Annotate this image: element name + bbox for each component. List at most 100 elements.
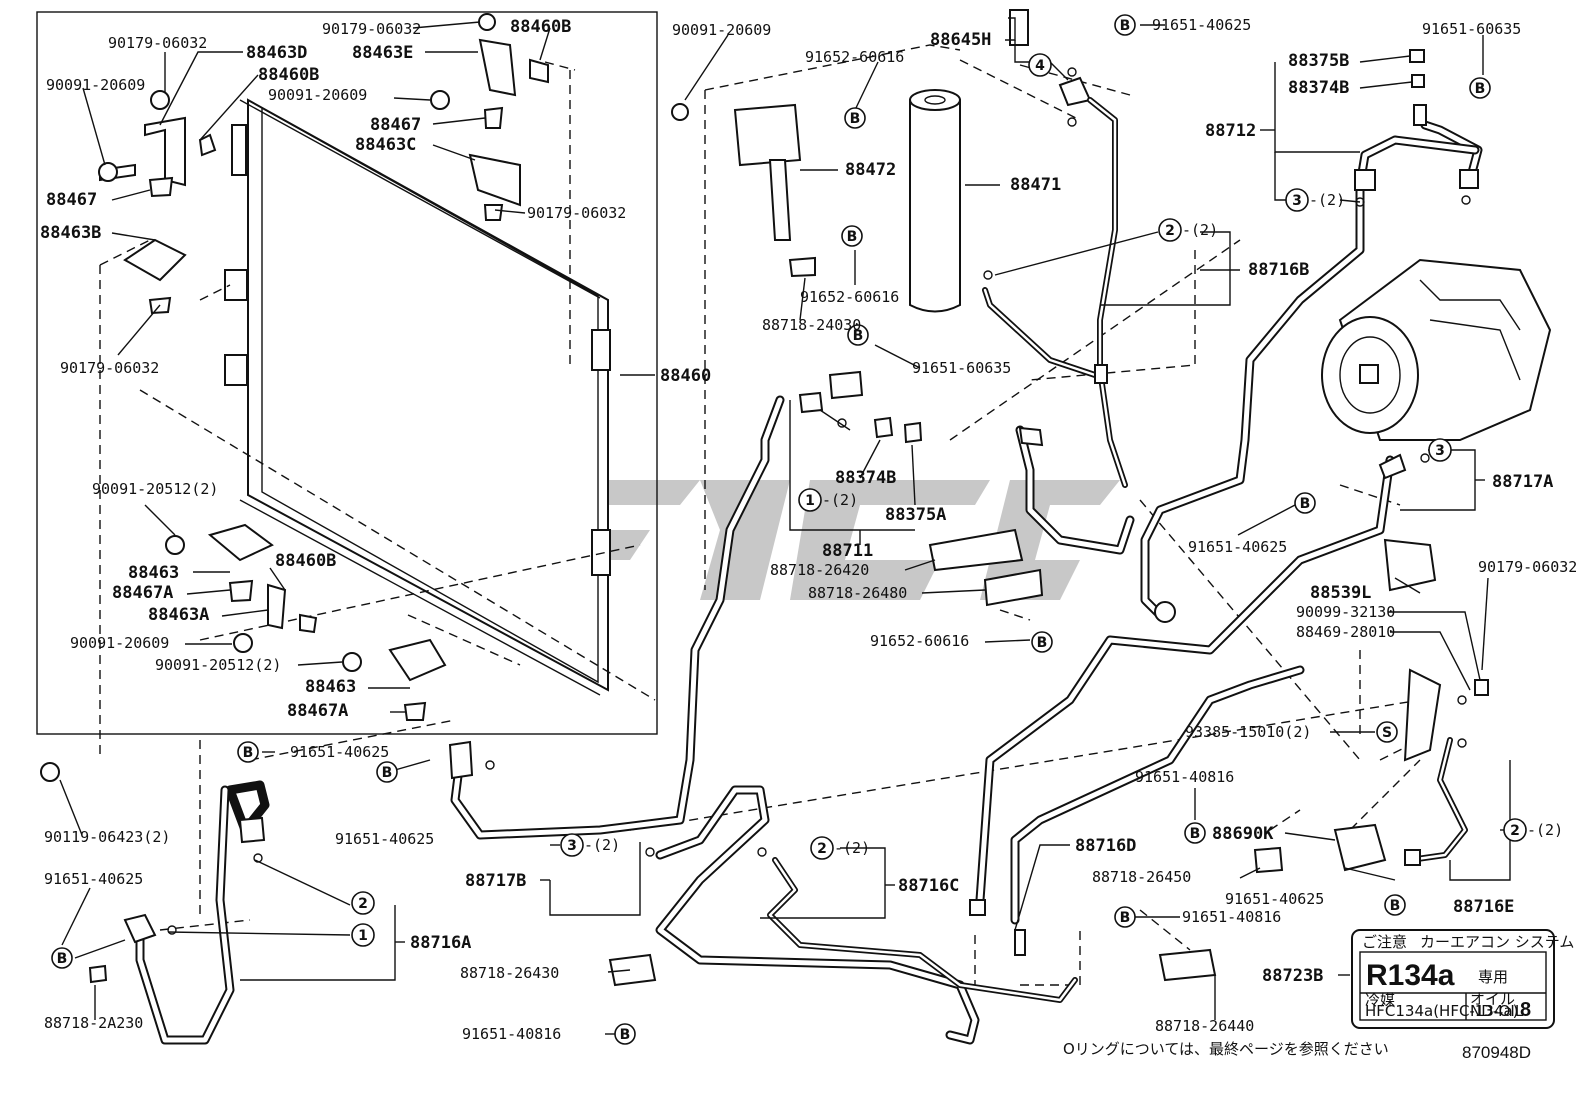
label-l44: 91652-60616 xyxy=(870,632,969,650)
reference-markers: B B B B B B B B B B B B B B S 4 3 -(2) 2… xyxy=(51,14,1563,1045)
label-l14: 90179-06032 xyxy=(60,359,159,377)
label-l63: 88716A xyxy=(410,933,471,953)
marker-ref-2: 2 xyxy=(351,891,375,915)
marker-ref-3: 3 xyxy=(1428,438,1452,462)
label-l37: 88718-24030 xyxy=(762,316,861,334)
refrigerant-pipes xyxy=(135,97,1483,1045)
marker-ref-4: 4 xyxy=(1028,53,1052,77)
plate-header-left: ご注意 xyxy=(1362,933,1407,951)
svg-text:B: B xyxy=(1475,81,1486,97)
qty-label: -(2) xyxy=(1309,191,1345,209)
svg-text:B: B xyxy=(243,745,254,761)
marker-screw: S xyxy=(1376,721,1398,743)
svg-text:1: 1 xyxy=(358,928,368,944)
marker-bolt: B xyxy=(1294,492,1316,514)
label-l24: 88467A xyxy=(287,701,348,721)
condenser-brackets xyxy=(40,13,549,782)
label-l49: 90099-32130 xyxy=(1296,603,1395,621)
condenser-frame-box xyxy=(36,11,658,735)
marker-ref-3: 3 xyxy=(560,833,584,857)
label-l57: 88716D xyxy=(1075,836,1136,856)
label-l08: 90091-20609 xyxy=(268,86,367,104)
label-l53: 88690K xyxy=(1212,824,1274,844)
label-l05: 88463E xyxy=(352,43,413,63)
label-l35: 88716B xyxy=(1248,260,1309,280)
label-l03: 90179-06032 xyxy=(322,20,421,38)
compressor[interactable] xyxy=(1321,258,1552,441)
marker-bolt: B xyxy=(1114,906,1136,928)
svg-text:2: 2 xyxy=(1165,223,1175,239)
label-l46: 91651-40625 xyxy=(1188,538,1287,556)
label-l55: 91651-40625 xyxy=(1225,890,1324,908)
label-l60: 90119-06423(2) xyxy=(44,828,170,846)
label-l54: 88718-26450 xyxy=(1092,868,1191,886)
label-l48: 90179-06032 xyxy=(1478,558,1577,576)
label-l12: 90179-06032 xyxy=(527,204,626,222)
marker-bolt: B xyxy=(844,107,866,129)
label-l10: 88463C xyxy=(355,135,416,155)
label-l31: 88374B xyxy=(1288,78,1349,98)
label-l26: 91652-60616 xyxy=(805,48,904,66)
label-l34: 88471 xyxy=(1010,175,1061,195)
plate-refrigerant: R134a xyxy=(1366,959,1455,992)
pressure-switch[interactable] xyxy=(1009,9,1092,107)
svg-text:B: B xyxy=(847,229,858,245)
label-l40: 88375A xyxy=(885,505,946,525)
marker-bolt: B xyxy=(237,741,259,763)
qty-label: -(2) xyxy=(834,839,870,857)
condenser[interactable] xyxy=(224,98,611,696)
label-l18: 88463 xyxy=(128,563,179,583)
label-l11: 88467 xyxy=(46,190,97,210)
marker-bolt: B xyxy=(1114,14,1136,36)
qty-label: -(2) xyxy=(584,836,620,854)
label-l13: 88463B xyxy=(40,223,101,243)
label-l30: 88375B xyxy=(1288,51,1349,71)
label-l68: 91651-40816 xyxy=(1182,908,1281,926)
marker-bolt: B xyxy=(51,947,73,969)
label-l39: 88374B xyxy=(835,468,896,488)
svg-text:B: B xyxy=(620,1027,631,1043)
label-l61: 91651-40625 xyxy=(44,870,143,888)
plate-header-right: カーエアコン システム xyxy=(1420,933,1574,951)
label-l21: 90091-20609 xyxy=(70,634,169,652)
part-labels: 90179-06032 88460B 90179-06032 88463D 88… xyxy=(40,16,1577,1043)
label-l16: 90091-20512(2) xyxy=(92,480,218,498)
marker-bolt: B xyxy=(1031,631,1053,653)
label-l56: 88716E xyxy=(1453,897,1514,917)
label-l20: 88463A xyxy=(148,605,209,625)
svg-text:B: B xyxy=(850,111,861,127)
label-l19: 88467A xyxy=(112,583,173,603)
marker-ref-2: 2 xyxy=(810,836,834,860)
label-l69: 88718-26440 xyxy=(1155,1017,1254,1035)
leader-lines xyxy=(59,17,1511,1035)
plate-small-line1: 冷媒 xyxy=(1365,991,1395,1009)
marker-ref-2: 2 xyxy=(1503,818,1527,842)
svg-text:B: B xyxy=(1120,910,1131,926)
label-l38: 91651-60635 xyxy=(912,359,1011,377)
label-l36: 91652-60616 xyxy=(800,288,899,306)
svg-text:B: B xyxy=(1190,826,1201,842)
label-l42: 88718-26420 xyxy=(770,561,869,579)
qty-label: -(2) xyxy=(1182,221,1218,239)
label-l52: 91651-40816 xyxy=(1135,768,1234,786)
plate-oil-type: ND-OIL xyxy=(1470,1002,1524,1020)
marker-bolt: B xyxy=(1184,822,1206,844)
pipe-fittings xyxy=(88,49,1489,987)
label-l29: 91651-60635 xyxy=(1422,20,1521,38)
label-l04: 88463D xyxy=(246,43,307,63)
svg-text:B: B xyxy=(853,328,864,344)
svg-text:B: B xyxy=(57,951,68,967)
label-l51: 93385-15010(2) xyxy=(1185,723,1311,741)
svg-text:4: 4 xyxy=(1035,58,1045,74)
qty-label: -(2) xyxy=(1527,821,1563,839)
diagram-code: 870948D xyxy=(1462,1043,1531,1062)
marker-ref-1: 1 xyxy=(351,923,375,947)
label-l27: 88645H xyxy=(930,30,991,50)
svg-text:B: B xyxy=(1120,18,1131,34)
label-l23: 88463 xyxy=(305,677,356,697)
label-l15: 88460 xyxy=(660,366,711,386)
receiver-drier[interactable] xyxy=(909,89,961,313)
drier-bracket xyxy=(671,103,816,278)
marker-bolt: B xyxy=(1384,894,1406,916)
